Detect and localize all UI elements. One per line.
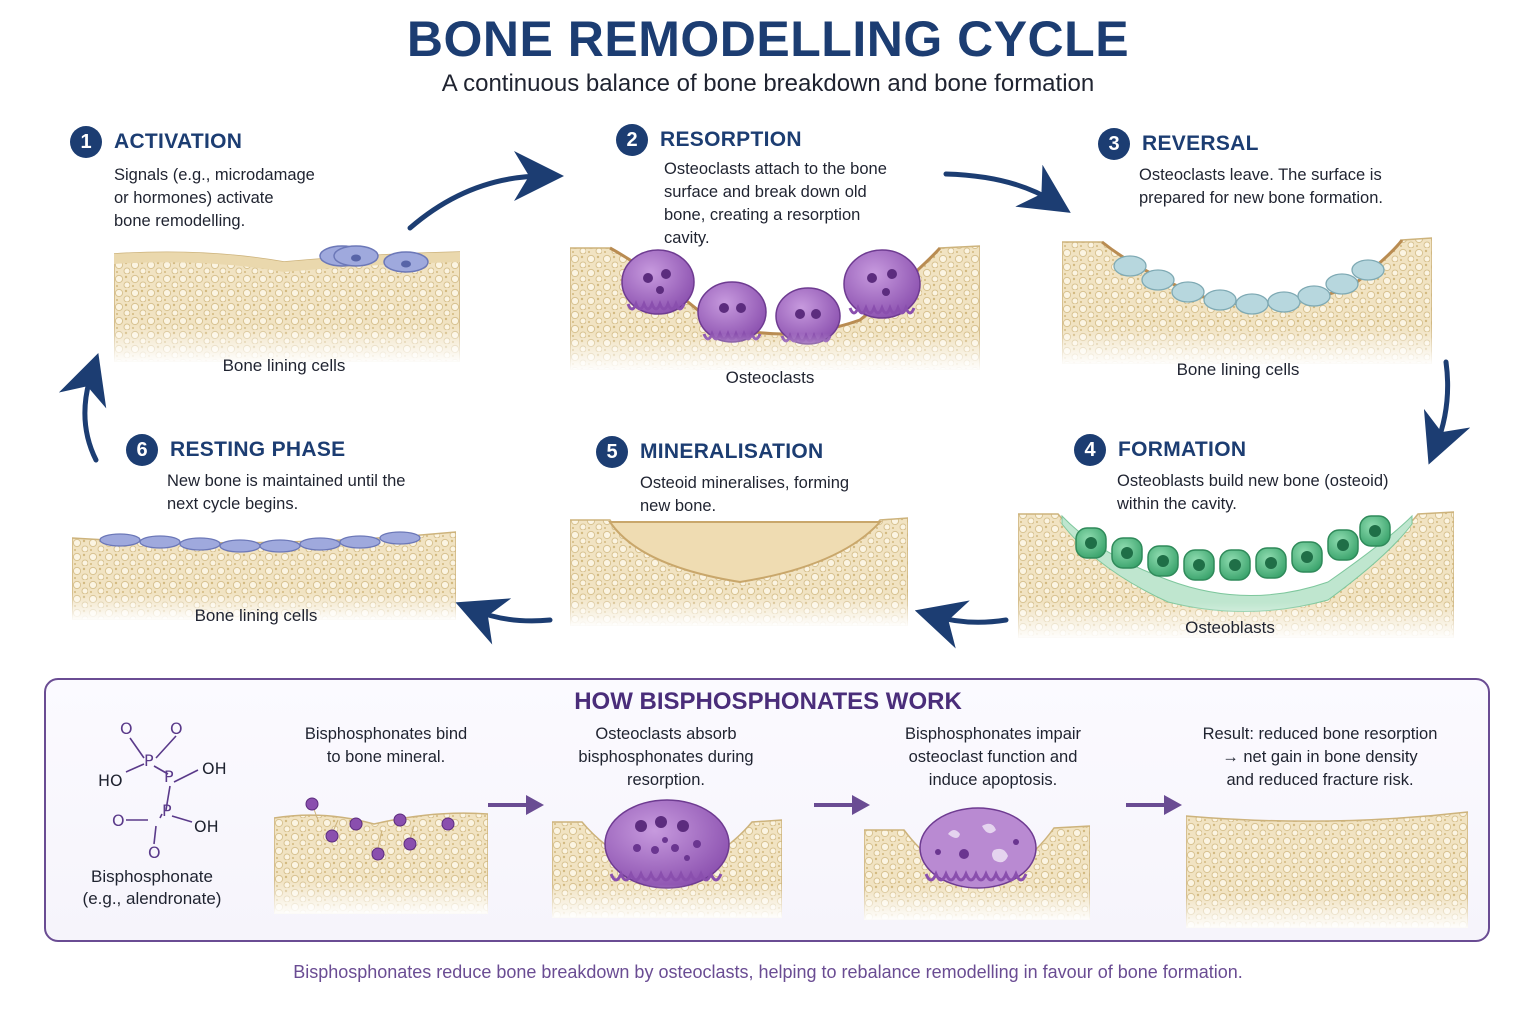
resorption-cavity-illustration [570,240,980,370]
svg-text:HO: HO [98,771,123,790]
step-title: RESTING PHASE [170,438,346,461]
bone-mineral-binding-illustration [274,790,488,914]
bis-stage-4-text: Result: reduced bone resorption→ net gai… [1202,725,1438,789]
svg-text:OH: OH [194,817,219,836]
svg-text:P: P [164,767,174,786]
right-arrow-icon [488,795,544,815]
step-caption: Bone lining cells [1176,360,1300,379]
page-subtitle: A continuous balance of bone breakdown a… [441,70,1095,97]
step-resting-phase: 6 RESTING PHASE New bone is maintained u… [126,434,446,516]
page-title: BONE REMODELLING CYCLE [406,11,1130,67]
svg-text:OH: OH [202,759,227,778]
step-reversal: 3 REVERSAL Osteoclasts leave. The surfac… [1098,128,1438,210]
svg-text:O: O [148,843,161,862]
svg-text:O: O [112,811,125,830]
step-number-badge: 2 [616,124,648,156]
step-caption: Osteoblasts [1185,618,1275,637]
formation-cavity-illustration [1018,510,1454,638]
resting-bone-illustration [72,524,456,620]
step-caption: Bone lining cells [222,356,346,375]
step-title: REVERSAL [1142,132,1259,155]
mineralisation-illustration [570,516,908,626]
svg-text:P: P [144,751,154,770]
step-title: MINERALISATION [640,440,824,463]
step-caption: Osteoclasts [725,368,815,387]
step-title: FORMATION [1118,438,1247,461]
step-title: ACTIVATION [114,130,243,153]
step-mineralisation: 5 MINERALISATION Osteoid mineralises, fo… [596,436,916,518]
step-resorption: 2 RESORPTION Osteoclasts attach to the b… [616,124,936,250]
step-number-badge: 4 [1074,434,1106,466]
bone-tissue-illustration [114,232,460,362]
step-title: RESORPTION [660,128,802,151]
right-arrow-icon [814,795,870,815]
molecule-label: Bisphosphonate(e.g., alendronate) [82,867,222,908]
step-description: Osteoblasts build new bone (osteoid)with… [1117,472,1389,513]
step-number-badge: 6 [126,434,158,466]
step-caption: Bone lining cells [194,606,318,625]
footer-note: Bisphosphonates reduce bone breakdown by… [293,962,1243,982]
cycle-arrow-icon [58,151,1471,649]
svg-text:O: O [120,719,133,738]
step-formation: 4 FORMATION Osteoblasts build new bone (… [1074,434,1454,516]
step-number-badge: 5 [596,436,628,468]
right-arrow-icon [1126,795,1182,815]
bisphosphonate-molecule-icon: O O P HO P OH P O OH O [98,719,227,862]
osteoclast-absorbing-illustration [552,798,782,918]
step-number-badge: 3 [1098,128,1130,160]
bisphosphonates-title: HOW BISPHOSPHONATES WORK [574,688,962,715]
step-number-badge: 1 [70,126,102,158]
denser-bone-illustration [1186,808,1468,928]
reversal-cavity-illustration [1062,234,1432,364]
svg-text:P: P [162,801,172,820]
osteoclast-apoptosis-illustration [864,800,1090,920]
svg-text:O: O [170,719,183,738]
